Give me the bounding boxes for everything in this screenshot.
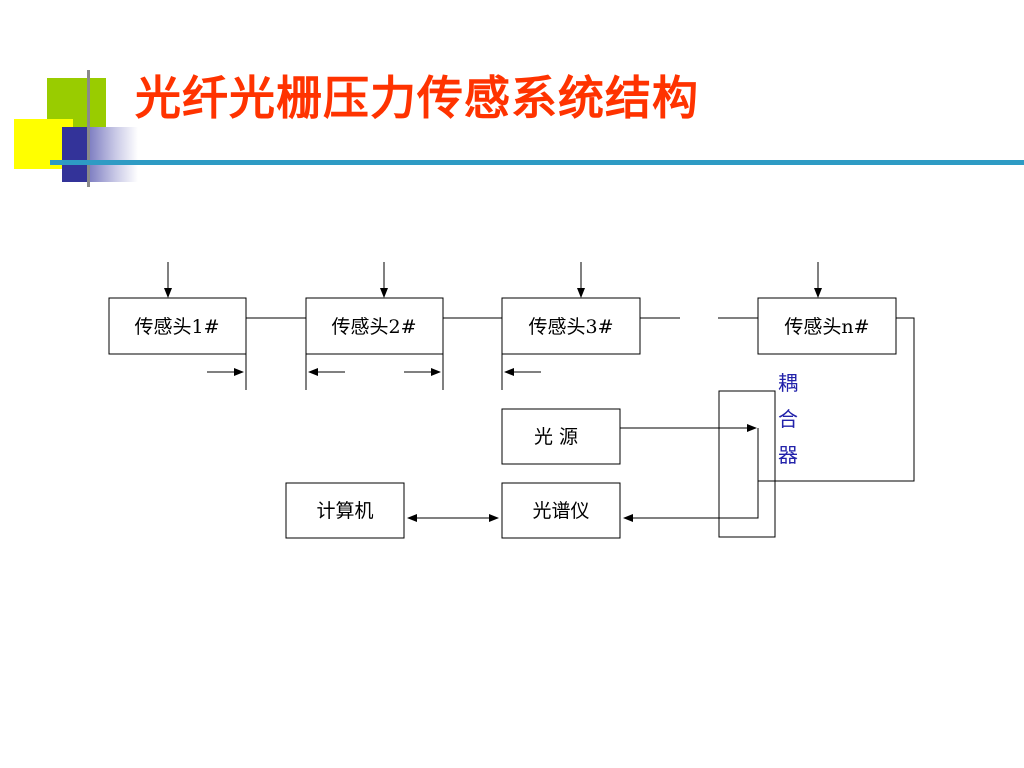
sensor-box-n	[757, 297, 897, 355]
sensor-label-2: 传感头2#	[331, 316, 416, 338]
computer-label: 计算机	[316, 500, 373, 522]
sensor-box-1	[108, 297, 247, 355]
coupler-label-1: 耦	[778, 371, 798, 395]
title-underline-rule	[50, 160, 1024, 165]
spectrometer-box	[501, 482, 621, 539]
light-source-label: 光 源	[534, 426, 578, 448]
deco-gradient-strip	[88, 127, 138, 182]
coupler-label-2: 合	[778, 407, 798, 431]
sensor-box-2	[305, 297, 444, 355]
sensor-box-3	[501, 297, 641, 355]
coupler-spectrometer-link	[623, 428, 759, 522]
light-source-box	[501, 408, 621, 465]
sensor-label-n: 传感头n#	[784, 316, 869, 338]
deco-vertical-line	[87, 70, 90, 187]
sensor-label-3: 传感头3#	[528, 316, 613, 338]
coupler-label-3: 器	[778, 443, 798, 467]
computer-box	[285, 482, 405, 539]
spectrometer-label: 光谱仪	[532, 500, 589, 522]
coupler-sensor-chain-link	[758, 317, 915, 482]
coupler-box	[718, 390, 776, 538]
sensor-label-1: 传感头1#	[134, 316, 219, 338]
slide-title: 光纤光栅压力传感系统结构	[135, 71, 699, 125]
